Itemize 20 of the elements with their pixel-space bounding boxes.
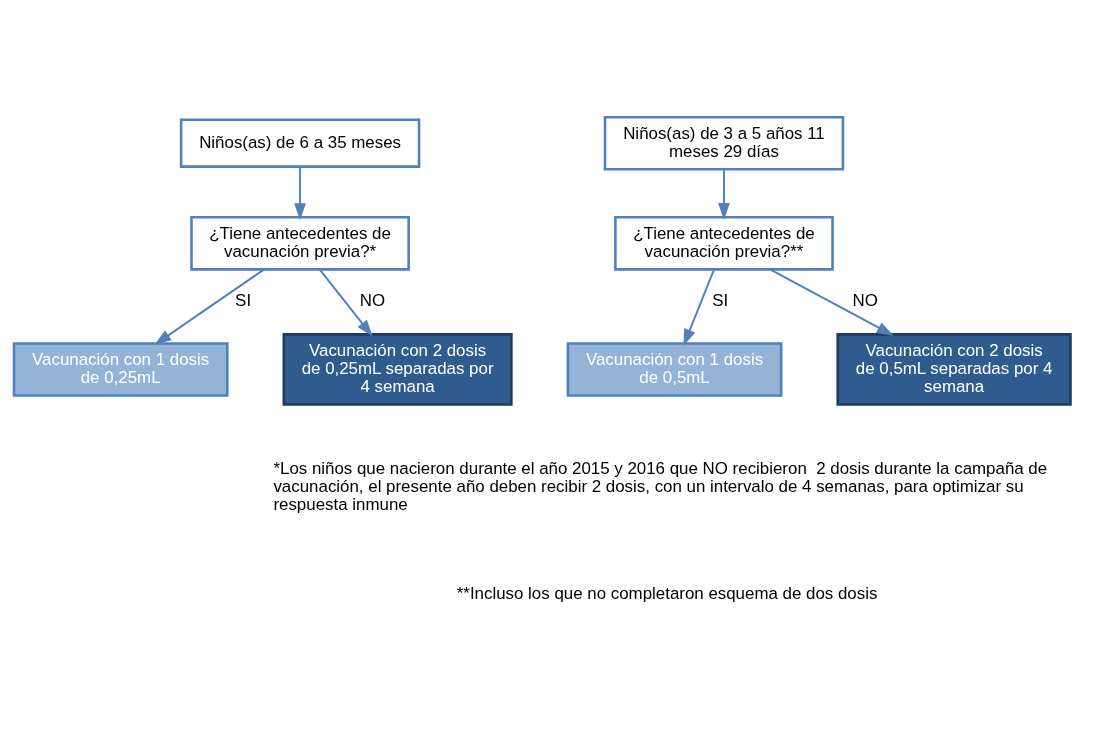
arrow	[718, 168, 730, 220]
node-box: Vacunación con 1 dosis de 0,25mL	[12, 342, 229, 397]
arrow	[294, 165, 306, 221]
node-box: Niños(as) de 6 a 35 meses	[179, 118, 421, 168]
node-box: ¿Tiene antecedentes de vacunación previa?*	[190, 216, 410, 271]
node-box: Niños(as) de 3 a 5 años 11 meses 29 días	[603, 115, 845, 171]
node-box: Vacunación con 2 dosis de 0,25mL separadas por 4 semana	[282, 333, 513, 406]
edge-label: SI	[235, 291, 252, 311]
edge-label: NO	[852, 291, 878, 311]
edge-label: SI	[712, 291, 729, 311]
edge-label: NO	[359, 291, 386, 311]
node-box: Vacunación con 1 dosis de 0,5mL	[566, 342, 783, 397]
arrow	[154, 268, 265, 345]
label: **Incluso los que no completaron esquema de dos dosis	[456, 583, 878, 603]
arrow	[683, 268, 715, 346]
node-box: ¿Tiene antecedentes de vacunación previa?**	[614, 216, 834, 271]
node-box: Vacunación con 2 dosis de 0,5mL separadas por 4 semana	[836, 333, 1072, 406]
arrow	[318, 268, 373, 337]
label: *Los niños que nacieron durante el año 2015 y 2016 que NO recibieron 2 dosis durante la campaña de vacunación, el presente año deben recibir 2 dosis, con un intervalo de 4 semanas, para optimizar su respuesta inmune	[273, 458, 1048, 515]
arrow	[769, 268, 894, 336]
